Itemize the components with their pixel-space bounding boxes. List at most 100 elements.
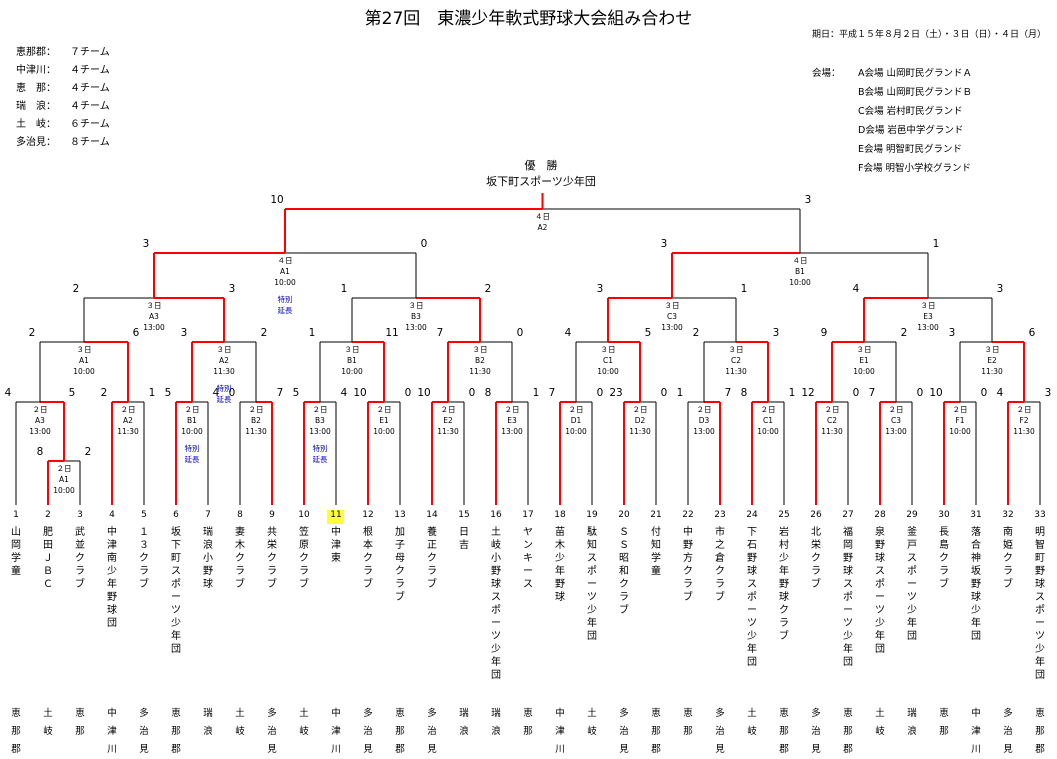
match-info: E3 bbox=[507, 416, 517, 425]
match-info: A1 bbox=[79, 356, 89, 365]
match-info: 10:00 bbox=[341, 367, 363, 376]
match-score: 5 bbox=[69, 387, 76, 399]
match-score: 3 bbox=[181, 327, 188, 339]
region-name: 恵 那： bbox=[16, 83, 56, 94]
match-score: 23 bbox=[609, 387, 622, 399]
match-info: ３日 bbox=[985, 345, 1000, 354]
region-count-row: 中津川：４チーム bbox=[16, 62, 110, 80]
match-score: 0 bbox=[229, 387, 236, 399]
team-region: 恵那郡 bbox=[11, 708, 21, 755]
match-score: 0 bbox=[597, 387, 604, 399]
team-name: 日吉 bbox=[459, 527, 469, 551]
region-name: 多治見： bbox=[16, 137, 56, 148]
team-region: 恵那郡 bbox=[651, 708, 661, 755]
venue-name: 岩邑中学グランド bbox=[887, 125, 964, 136]
match-info: 11:30 bbox=[981, 367, 1003, 376]
match-score: 11 bbox=[385, 327, 398, 339]
venue-row: D会場 岩邑中学グランド bbox=[812, 121, 972, 140]
venue-code: C会場 bbox=[858, 106, 887, 117]
match-score: 10 bbox=[353, 387, 366, 399]
team-number: 30 bbox=[938, 510, 950, 520]
match-info: 11:30 bbox=[437, 427, 459, 436]
team-number: 14 bbox=[426, 510, 438, 520]
team-name: 落合神坂野球少年団 bbox=[971, 527, 981, 642]
match-info: ４日 bbox=[535, 212, 550, 221]
special-extension-note: 延長 bbox=[217, 394, 232, 404]
region-count-row: 恵 那：４チーム bbox=[16, 80, 110, 98]
match-info: ２日 bbox=[121, 405, 136, 414]
team-region: 土岐 bbox=[43, 708, 53, 737]
match-info: 13:00 bbox=[405, 323, 427, 332]
team-name: 下石野球スポーツ少年団 bbox=[747, 527, 757, 668]
team-number: 4 bbox=[109, 510, 115, 520]
match-score: 3 bbox=[805, 194, 812, 206]
match-score: 2 bbox=[485, 283, 492, 295]
tournament-dates: 期日：平成１５年８月２日（土）・３日（日）・４日（月） bbox=[812, 30, 1047, 40]
team-region: 多治見 bbox=[811, 708, 821, 755]
match-info: 13:00 bbox=[693, 427, 715, 436]
match-info: E3 bbox=[923, 312, 933, 321]
match-score: 0 bbox=[517, 327, 524, 339]
match-info: ３日 bbox=[665, 301, 680, 310]
team-number: 19 bbox=[586, 510, 598, 520]
venue-name: 山岡町民グランドＢ bbox=[886, 87, 973, 98]
match-score: 8 bbox=[485, 387, 492, 399]
match-info: 13:00 bbox=[309, 427, 331, 436]
match-info: C2 bbox=[827, 416, 837, 425]
match-score: 1 bbox=[533, 387, 540, 399]
match-score: 1 bbox=[741, 283, 748, 295]
match-score: 7 bbox=[277, 387, 284, 399]
champion-block: 優 勝 坂下町スポーツ少年団 bbox=[456, 158, 626, 190]
champion-team: 坂下町スポーツ少年団 bbox=[486, 175, 596, 188]
team-region: 瑞浪 bbox=[203, 708, 213, 737]
venue-code: B会場 bbox=[858, 87, 887, 98]
match-info: ３日 bbox=[345, 345, 360, 354]
region-count-row: 多治見：８チーム bbox=[16, 134, 110, 152]
match-info: 11:30 bbox=[213, 367, 235, 376]
match-score: 10 bbox=[929, 387, 942, 399]
match-info: ２日 bbox=[889, 405, 904, 414]
match-info: A1 bbox=[59, 475, 69, 484]
team-name: 根本クラブ bbox=[363, 527, 373, 590]
match-info: ３日 bbox=[729, 345, 744, 354]
page-title: 第27回 東濃少年軟式野球大会組み合わせ bbox=[364, 9, 693, 29]
match-score: 3 bbox=[949, 327, 956, 339]
match-info: B3 bbox=[315, 416, 325, 425]
team-number: 26 bbox=[810, 510, 822, 520]
team-number: 8 bbox=[237, 510, 243, 520]
match-score: 0 bbox=[661, 387, 668, 399]
match-info: ２日 bbox=[505, 405, 520, 414]
team-region: 土岐 bbox=[587, 708, 597, 737]
team-number: 9 bbox=[269, 510, 275, 520]
match-score: 0 bbox=[917, 387, 924, 399]
team-region: 恵那郡 bbox=[395, 708, 405, 755]
match-info: D2 bbox=[635, 416, 646, 425]
match-info: 10:00 bbox=[73, 367, 95, 376]
match-score: 6 bbox=[133, 327, 140, 339]
match-score: 3 bbox=[661, 238, 668, 250]
team-name: 山岡学童 bbox=[11, 527, 21, 577]
match-info: ３日 bbox=[409, 301, 424, 310]
venue-name: 明智町民グランド bbox=[886, 144, 963, 155]
match-info: B1 bbox=[347, 356, 357, 365]
team-name: 駄知スポーツ少年団 bbox=[587, 527, 597, 642]
highlighted-team-number bbox=[327, 510, 344, 524]
team-number: 29 bbox=[906, 510, 918, 520]
team-region: 土岐 bbox=[235, 708, 245, 737]
team-region: 土岐 bbox=[747, 708, 757, 737]
match-info: C2 bbox=[731, 356, 741, 365]
team-name: 中津東 bbox=[331, 527, 341, 564]
match-info: A2 bbox=[123, 416, 133, 425]
champion-label: 優 勝 bbox=[524, 159, 558, 172]
special-extension-note: 特別 bbox=[185, 443, 200, 453]
team-name: 笠原クラブ bbox=[299, 527, 309, 590]
team-number: 5 bbox=[141, 510, 147, 520]
match-info: ３日 bbox=[921, 301, 936, 310]
match-score: 4 bbox=[853, 283, 860, 295]
match-info: ４日 bbox=[793, 256, 808, 265]
match-info: B2 bbox=[475, 356, 485, 365]
special-extension-note: 特別 bbox=[313, 443, 328, 453]
match-score: 2 bbox=[73, 283, 80, 295]
match-info: A2 bbox=[219, 356, 229, 365]
match-info: ２日 bbox=[697, 405, 712, 414]
